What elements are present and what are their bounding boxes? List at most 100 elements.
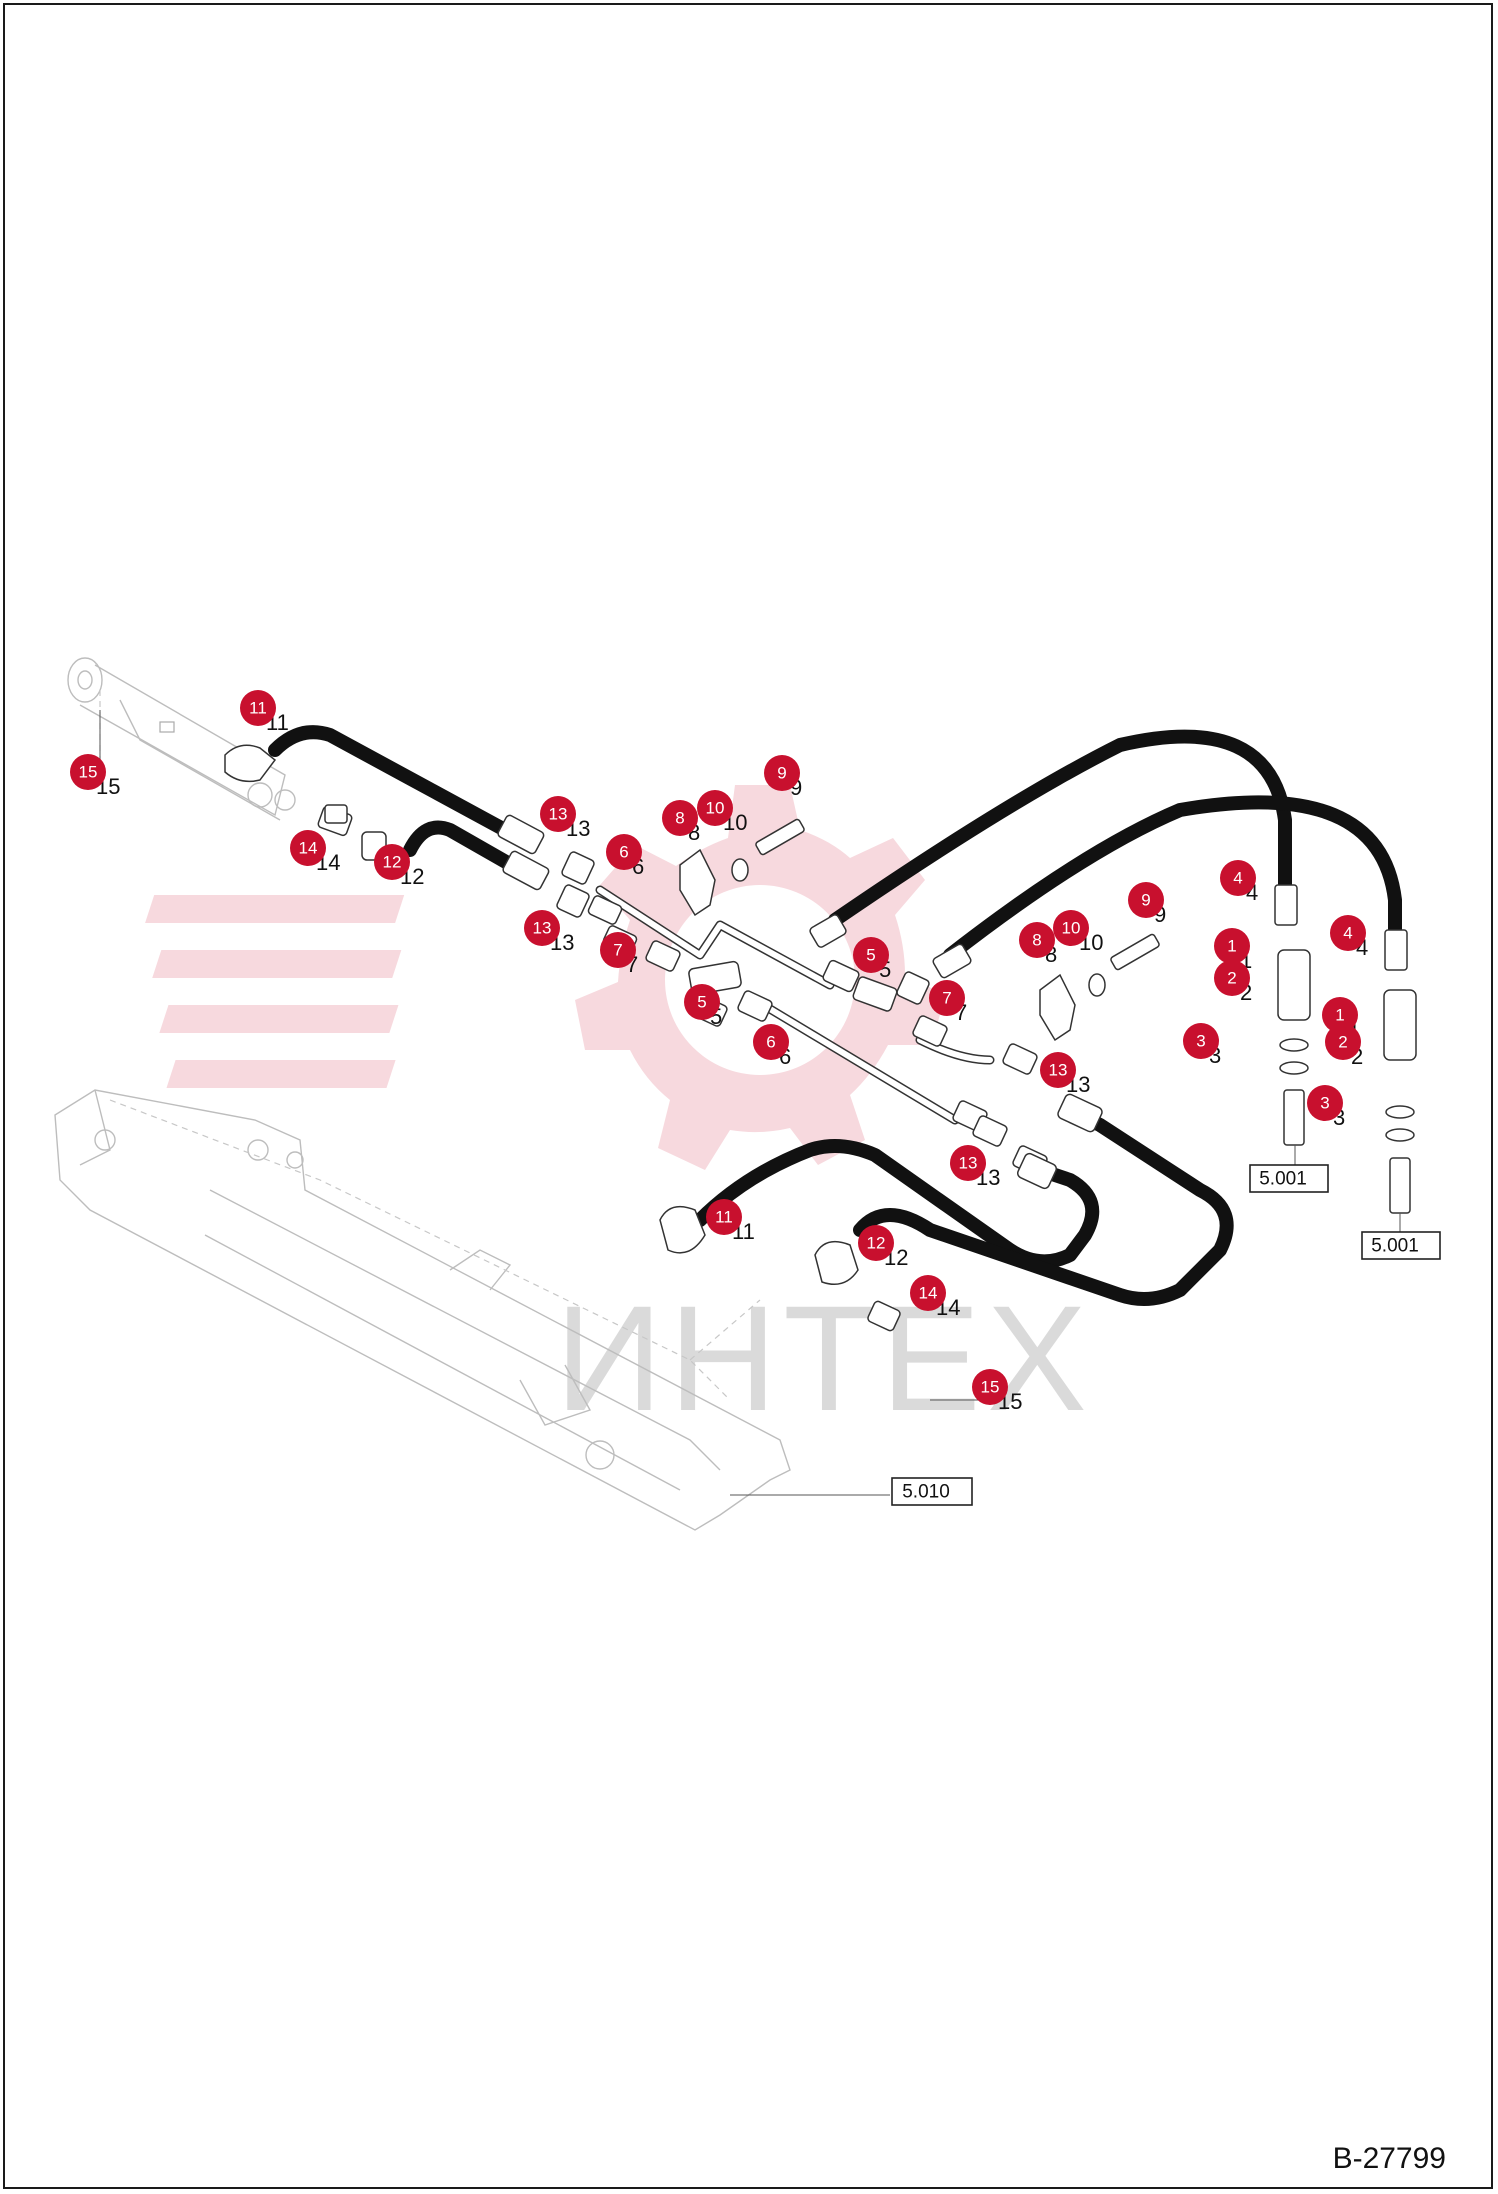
boom-frame-ghost <box>54 1089 791 1531</box>
callout-marker <box>1214 960 1250 996</box>
callout-marker <box>240 690 276 726</box>
callout-marker <box>70 754 106 790</box>
callout-marker <box>540 796 576 832</box>
callout-9[interactable]: 99 <box>1128 882 1166 927</box>
callout-number: 14 <box>919 1284 938 1303</box>
callout-marker <box>662 800 698 836</box>
fittings <box>224 744 1160 1332</box>
svg-text:5.010: 5.010 <box>902 1482 950 1503</box>
callout-marker <box>853 937 889 973</box>
callout-number: 4 <box>1343 924 1352 943</box>
callout-7[interactable]: 77 <box>600 932 638 977</box>
callout-number: 11 <box>249 699 267 718</box>
callout-2[interactable]: 22 <box>1214 960 1252 1005</box>
callout-marker <box>1330 915 1366 951</box>
drawing-number: B-27799 <box>1332 2142 1446 2175</box>
callout-number: 2 <box>1338 1033 1347 1052</box>
callout-8[interactable]: 88 <box>1019 922 1057 967</box>
callout-number: 6 <box>766 1033 775 1052</box>
callout-marker <box>1325 1024 1361 1060</box>
reference-box-5010[interactable]: 5.010 <box>891 1477 973 1506</box>
cylinder-ghost <box>67 657 296 821</box>
callout-6[interactable]: 66 <box>606 834 644 879</box>
callout-marker <box>910 1275 946 1311</box>
callout-number: 2 <box>1227 969 1236 988</box>
rigid-pipes <box>595 885 995 1125</box>
callout-marker <box>1220 860 1256 896</box>
callout-6[interactable]: 66 <box>753 1024 791 1069</box>
callout-number: 13 <box>959 1154 978 1173</box>
svg-text:5.001: 5.001 <box>1259 1169 1307 1190</box>
callout-number: 7 <box>942 989 951 1008</box>
callout-2[interactable]: 22 <box>1325 1024 1363 1069</box>
callout-number: 7 <box>613 941 622 960</box>
callout-marker <box>929 980 965 1016</box>
reference-box-5001-left[interactable]: 5.001 <box>1249 1164 1329 1193</box>
callout-number: 12 <box>867 1234 886 1253</box>
callout-number: 13 <box>533 919 552 938</box>
callout-marker <box>858 1225 894 1261</box>
callout-marker <box>606 834 642 870</box>
callout-marker <box>1307 1085 1343 1121</box>
callout-3[interactable]: 33 <box>1183 1023 1221 1068</box>
callout-number: 1 <box>1227 937 1236 956</box>
callout-number: 10 <box>706 799 725 818</box>
callout-marker <box>706 1199 742 1235</box>
callout-marker <box>374 844 410 880</box>
callout-marker <box>1322 997 1358 1033</box>
callout-4[interactable]: 44 <box>1330 915 1368 960</box>
callout-number: 6 <box>619 843 628 862</box>
callout-number: 10 <box>1062 919 1081 938</box>
callout-8[interactable]: 88 <box>662 800 700 845</box>
callout-marker <box>524 910 560 946</box>
callout-number: 4 <box>1233 869 1242 888</box>
callout-number: 9 <box>777 764 786 783</box>
callout-3[interactable]: 33 <box>1307 1085 1345 1130</box>
callout-number: 13 <box>549 805 568 824</box>
callout-marker <box>1128 882 1164 918</box>
callout-number: 8 <box>675 809 684 828</box>
watermark-text: ИНТЕХ <box>555 1274 1093 1442</box>
callout-number: 3 <box>1196 1032 1205 1051</box>
callout-4[interactable]: 44 <box>1220 860 1258 905</box>
callout-marker <box>1183 1023 1219 1059</box>
callout-number: 9 <box>1141 891 1150 910</box>
reference-box-5001-right[interactable]: 5.001 <box>1361 1231 1441 1260</box>
callout-marker <box>600 932 636 968</box>
callout-5[interactable]: 55 <box>853 937 891 982</box>
callout-9[interactable]: 99 <box>764 755 802 800</box>
callout-marker <box>950 1145 986 1181</box>
callout-number: 13 <box>1049 1061 1068 1080</box>
callout-7[interactable]: 77 <box>929 980 967 1025</box>
callout-number: 15 <box>79 763 98 782</box>
hose-lines <box>268 725 1402 1306</box>
callout-5[interactable]: 55 <box>684 984 722 1029</box>
callout-marker <box>1214 928 1250 964</box>
callout-number: 15 <box>981 1378 1000 1397</box>
callout-marker <box>684 984 720 1020</box>
callout-marker <box>972 1369 1008 1405</box>
callout-number: 1 <box>1335 1006 1344 1025</box>
callout-number: 12 <box>383 853 402 872</box>
callout-number: 5 <box>866 946 875 965</box>
callout-marker <box>697 790 733 826</box>
callout-marker <box>1040 1052 1076 1088</box>
callout-marker <box>764 755 800 791</box>
callout-number: 5 <box>697 993 706 1012</box>
